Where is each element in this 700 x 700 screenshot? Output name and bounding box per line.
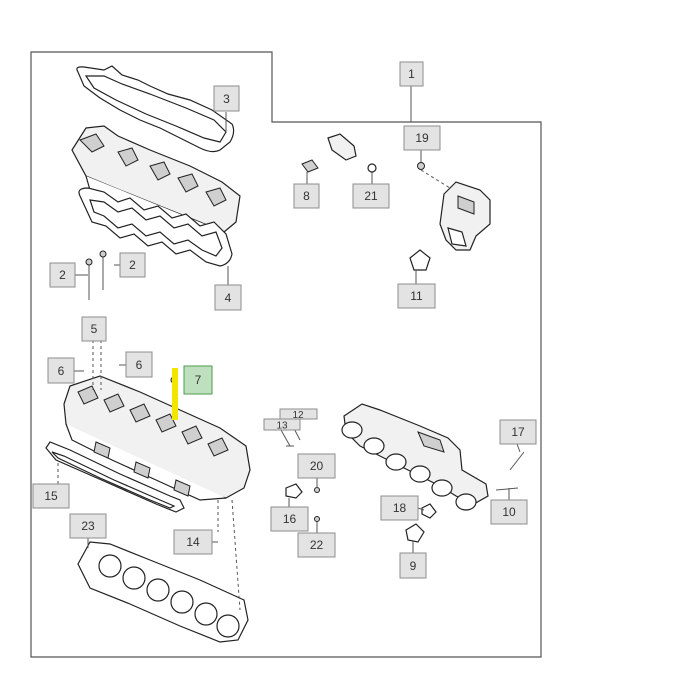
svg-text:12: 12 <box>292 410 304 421</box>
callout-6a[interactable]: 6 <box>47 357 75 384</box>
callout-23[interactable]: 23 <box>69 513 107 539</box>
svg-text:7: 7 <box>195 373 202 387</box>
svg-text:17: 17 <box>511 425 525 439</box>
thermostat-housing <box>439 181 491 251</box>
svg-text:13: 13 <box>276 421 288 432</box>
side-cover-gasket <box>45 441 185 513</box>
exhaust-manifold <box>341 403 489 511</box>
svg-text:11: 11 <box>410 289 423 303</box>
head-gasket <box>77 541 249 643</box>
callout-11[interactable]: 11 <box>397 283 436 309</box>
callout-6b[interactable]: 6 <box>125 351 153 378</box>
svg-text:4: 4 <box>225 291 232 305</box>
callout-13[interactable]: 13 <box>263 418 301 432</box>
svg-text:20: 20 <box>310 459 324 473</box>
callout-14[interactable]: 14 <box>173 529 213 555</box>
svg-text:1: 1 <box>408 67 415 81</box>
svg-text:10: 10 <box>502 505 516 519</box>
svg-text:9: 9 <box>410 559 417 573</box>
plug-22 <box>314 516 320 522</box>
callout-10[interactable]: 10 <box>490 499 528 525</box>
svg-text:6: 6 <box>136 358 143 372</box>
callout-18[interactable]: 18 <box>380 495 419 521</box>
callout-20[interactable]: 20 <box>297 453 336 479</box>
callout-9[interactable]: 9 <box>399 552 427 579</box>
callout-22[interactable]: 22 <box>297 532 336 558</box>
highlight-marker <box>172 368 178 420</box>
o-ring-21 <box>367 163 377 173</box>
svg-text:14: 14 <box>186 535 200 549</box>
bolt-2a <box>85 258 93 266</box>
callout-2a[interactable]: 2 <box>49 262 76 288</box>
callout-17[interactable]: 17 <box>499 419 537 445</box>
svg-text:22: 22 <box>310 538 324 552</box>
callout-21[interactable]: 21 <box>352 183 390 209</box>
bolt-2b <box>99 250 107 258</box>
connector-fitting <box>327 133 357 161</box>
svg-text:2: 2 <box>59 268 66 282</box>
svg-text:23: 23 <box>81 519 95 533</box>
callout-3[interactable]: 3 <box>213 85 240 112</box>
plug-20 <box>314 487 320 493</box>
callout-2b[interactable]: 2 <box>119 252 146 278</box>
cylinder-head <box>63 375 251 501</box>
callout-15[interactable]: 15 <box>32 483 70 509</box>
gasket-9 <box>405 523 425 543</box>
callout-19[interactable]: 19 <box>403 125 441 151</box>
svg-text:21: 21 <box>364 189 378 203</box>
svg-text:3: 3 <box>223 92 230 106</box>
svg-text:2: 2 <box>129 258 136 272</box>
svg-text:18: 18 <box>393 501 407 515</box>
svg-text:19: 19 <box>415 131 429 145</box>
callout-5[interactable]: 5 <box>81 316 107 342</box>
svg-text:8: 8 <box>303 189 310 203</box>
svg-text:15: 15 <box>44 489 58 503</box>
svg-text:5: 5 <box>91 322 98 336</box>
gasket-18 <box>421 503 437 519</box>
gasket-16 <box>285 483 303 499</box>
callout-16[interactable]: 16 <box>270 506 309 532</box>
clip-8 <box>301 159 319 173</box>
svg-text:16: 16 <box>283 512 297 526</box>
callout-1[interactable]: 1 <box>399 61 424 87</box>
plug-19 <box>417 162 425 170</box>
svg-text:6: 6 <box>58 364 65 378</box>
callout-7[interactable]: 7 <box>183 365 213 395</box>
callout-8[interactable]: 8 <box>293 183 320 209</box>
gasket-11 <box>409 249 431 271</box>
callout-4[interactable]: 4 <box>214 284 242 311</box>
